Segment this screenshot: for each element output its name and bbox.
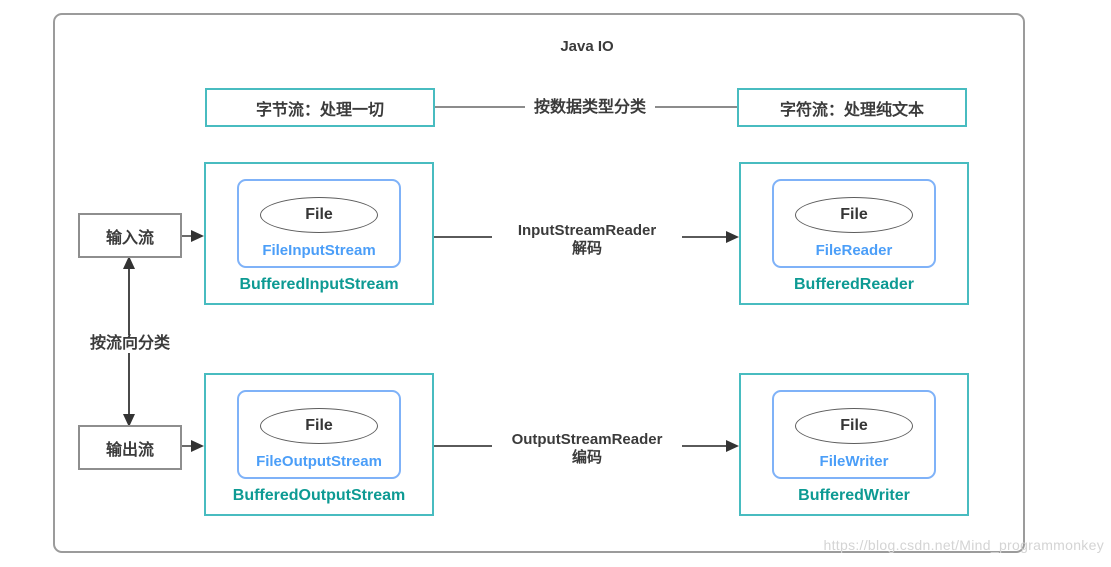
file-label: File: [840, 417, 868, 434]
char-stream-label: 字符流：处理纯文本: [779, 101, 924, 119]
arrow-right-icon: [726, 440, 739, 452]
file-output-stream-label: FileOutputStream: [256, 453, 382, 470]
file-label: File: [840, 206, 868, 223]
file-label: File: [305, 206, 333, 223]
conversion-action: 编码: [571, 449, 602, 466]
arrow-right-icon: [191, 440, 204, 452]
byte-stream-label: 字节流：处理一切: [255, 101, 384, 119]
arrow-down-icon: [123, 414, 135, 427]
conversion-action: 解码: [571, 240, 602, 257]
page-title: Java IO: [560, 38, 614, 55]
output-stream-label: 输出流: [105, 441, 154, 459]
arrow-right-icon: [191, 230, 204, 242]
output-stream-reader-label: OutputStreamReader 编码: [492, 431, 682, 467]
file-writer-label: FileWriter: [819, 453, 889, 470]
file-input-stream-label: FileInputStream: [262, 242, 376, 259]
buffered-output-stream-label: BufferedOutputStream: [232, 487, 406, 504]
file-input-stream-box: File FileInputStream: [237, 179, 401, 268]
diagram-outer-frame: [53, 13, 1025, 553]
watermark-url: https://blog.csdn.net/Mind_programmonkey: [823, 537, 1104, 553]
buffered-input-stream-node: File FileInputStream BufferedInputStream: [204, 162, 434, 305]
buffered-output-stream-node: File FileOutputStream BufferedOutputStre…: [204, 373, 434, 516]
arrow-up-icon: [123, 256, 135, 269]
datatype-connector-label: 按数据类型分类: [525, 99, 655, 117]
buffered-reader-label: BufferedReader: [793, 276, 915, 293]
file-ellipse: File: [260, 408, 378, 444]
conversion-name: InputStreamReader: [517, 222, 657, 239]
file-reader-box: File FileReader: [772, 179, 936, 268]
byte-stream-box: 字节流：处理一切: [205, 88, 435, 127]
input-stream-box: 输入流: [78, 213, 182, 258]
buffered-input-stream-label: BufferedInputStream: [239, 276, 399, 293]
arrow-right-icon: [726, 231, 739, 243]
buffered-reader-node: File FileReader BufferedReader: [739, 162, 969, 305]
file-ellipse: File: [795, 197, 913, 233]
file-label: File: [305, 417, 333, 434]
buffered-writer-node: File FileWriter BufferedWriter: [739, 373, 969, 516]
file-ellipse: File: [795, 408, 913, 444]
input-stream-label: 输入流: [105, 229, 154, 247]
direction-connector-label: 按流向分类: [88, 335, 172, 353]
file-reader-label: FileReader: [815, 242, 893, 259]
input-stream-reader-label: InputStreamReader 解码: [492, 222, 682, 258]
conversion-name: OutputStreamReader: [511, 431, 663, 448]
buffered-writer-label: BufferedWriter: [798, 487, 910, 504]
file-writer-box: File FileWriter: [772, 390, 936, 479]
char-stream-box: 字符流：处理纯文本: [737, 88, 967, 127]
output-stream-box: 输出流: [78, 425, 182, 470]
file-output-stream-box: File FileOutputStream: [237, 390, 401, 479]
file-ellipse: File: [260, 197, 378, 233]
